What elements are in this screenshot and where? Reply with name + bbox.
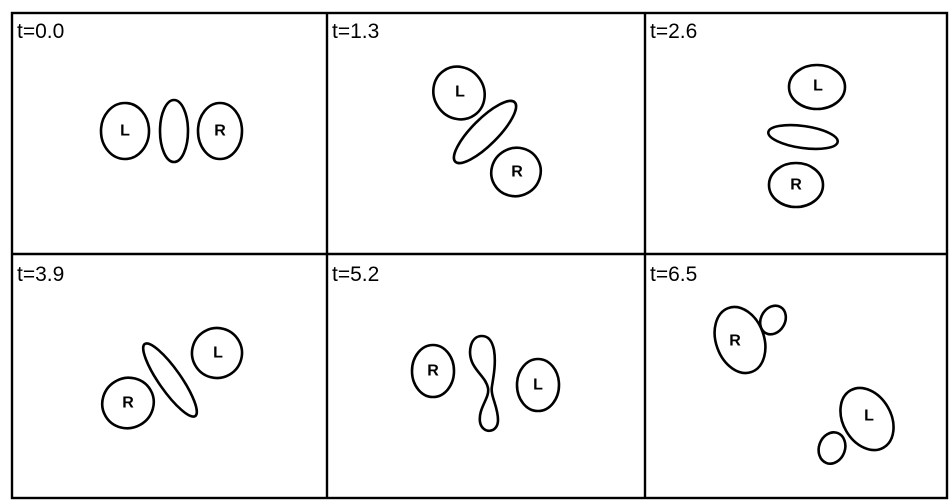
upper-fragment [755,301,791,339]
left-tag: L [533,377,543,394]
panel-t5-2: t=5.2 R L [332,263,559,431]
middle-blob [160,100,188,162]
panel-t1-3: t=1.3 L R [332,20,550,205]
middle-blob [446,93,524,171]
panel-time-label: t=2.6 [650,20,697,43]
panel-time-label: t=3.9 [17,263,64,286]
right-tag: R [511,164,523,181]
panel-t2-6: t=2.6 L R [650,20,845,207]
left-tag: L [864,408,874,425]
middle-pinched-blob [470,336,498,431]
panel-time-label: t=1.3 [332,20,379,43]
right-tag: R [122,395,134,412]
panel-time-label: t=5.2 [332,263,379,286]
panel-time-label: t=6.5 [650,263,697,286]
middle-blob [767,121,839,153]
panel-t0: t=0.0 L R [17,20,242,162]
outer-frame [12,13,947,498]
panel-grid [12,13,947,498]
middle-blob [136,338,204,423]
left-tag: L [455,84,465,101]
left-tag: L [120,123,130,140]
right-tag: R [214,123,226,140]
panel-t6-5: t=6.5 R L [650,263,904,467]
right-tag: R [790,177,802,194]
right-tag: R [729,333,741,350]
right-tag: R [427,363,439,380]
left-tag: L [813,78,823,95]
lower-fragment [814,429,849,468]
panel-t3-9: t=3.9 L R [17,263,251,438]
left-tag: L [213,345,223,362]
panel-time-label: t=0.0 [17,20,64,43]
